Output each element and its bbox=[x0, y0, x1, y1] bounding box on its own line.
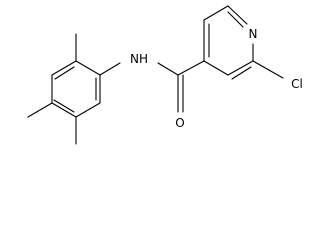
bond bbox=[252, 60, 284, 79]
bond bbox=[54, 66, 75, 80]
bond bbox=[227, 11, 244, 28]
carbonyl-oxygen-label: O bbox=[175, 116, 184, 130]
chemical-structure-diagram: NH O N Cl bbox=[27, 5, 303, 145]
bond bbox=[51, 60, 77, 76]
chlorine-label: Cl bbox=[291, 77, 303, 91]
bond bbox=[99, 62, 121, 76]
bond bbox=[203, 5, 229, 21]
bond bbox=[157, 62, 179, 76]
bond bbox=[75, 60, 101, 76]
bond bbox=[227, 5, 248, 25]
bond bbox=[75, 102, 101, 118]
bond bbox=[51, 102, 77, 118]
bonds bbox=[27, 5, 284, 145]
bond bbox=[203, 60, 229, 76]
pyridine-nitrogen-label: N bbox=[249, 27, 258, 41]
bond bbox=[53, 99, 75, 113]
bond bbox=[231, 66, 252, 80]
bond bbox=[27, 102, 53, 118]
atom-labels: NH O N Cl bbox=[130, 27, 303, 130]
amide-nh-label: NH bbox=[130, 52, 148, 66]
bond bbox=[177, 60, 205, 76]
bond bbox=[227, 60, 254, 76]
